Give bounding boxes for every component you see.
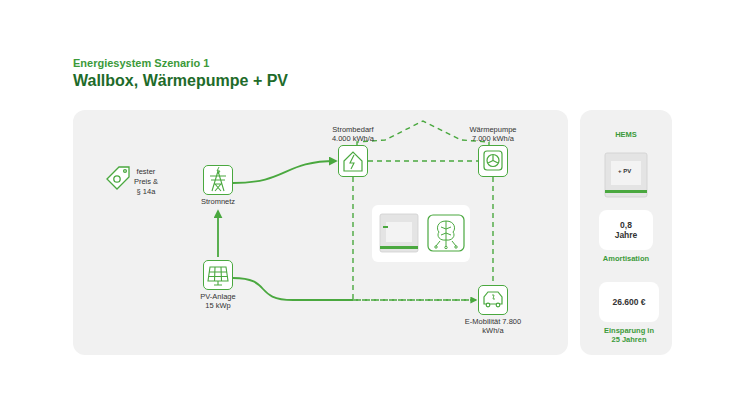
icon-box: PV-Anlage 15 kWp	[203, 260, 233, 290]
node-text: E-Mobilität 7.800 kWh/a	[464, 317, 522, 335]
node-text: Wärmepumpe 7.000 kWh/a	[464, 125, 522, 143]
node-text: 26.600 €	[603, 297, 655, 307]
connector-line	[353, 177, 476, 300]
connector	[357, 121, 489, 145]
icon-box: Wärmepumpe 7.000 kWh/a	[478, 145, 508, 177]
connector	[218, 211, 219, 257]
device-label: + PV	[618, 168, 631, 175]
connector	[368, 161, 478, 162]
node-text: Amortisation	[591, 254, 661, 263]
heat-pump-icon	[484, 151, 502, 170]
icon-backgrounds	[203, 145, 508, 315]
connector	[233, 161, 336, 183]
connector-line	[233, 278, 353, 300]
node-text: Stromnetz	[193, 197, 243, 206]
icon-box: E-Mobilität 7.800 kWh/a	[478, 285, 508, 315]
connector	[353, 177, 476, 300]
icon-box: Stromnetz	[203, 165, 233, 195]
solar-panel-icon	[208, 267, 228, 285]
stat-box: 0,8 JahreAmortisation	[599, 210, 653, 250]
node-text: HEMS	[580, 130, 672, 139]
side-panel: HEMS0,8 JahreAmortisation26.600 €Einspar…	[580, 110, 672, 355]
connector-line	[233, 161, 336, 183]
tag-icon	[107, 167, 129, 189]
connector	[493, 177, 494, 285]
subtitle: Wallbox, Wärmepumpe + PV	[73, 72, 288, 90]
connector-line	[217, 211, 219, 257]
node-text: Strombedarf 4.000 kWh/a	[324, 125, 382, 143]
stat-box: 26.600 €Einsparung in 25 Jahren	[599, 282, 659, 322]
price-tag: fester Preis & § 14a	[103, 163, 175, 218]
node-text: 0,8 Jahre	[613, 220, 639, 240]
connector-line	[492, 177, 493, 285]
pylon-icon	[210, 167, 226, 191]
main-panel	[73, 110, 568, 355]
node-text: fester Preis & § 14a	[133, 167, 159, 197]
hems-device	[605, 153, 647, 197]
connector-line	[368, 160, 478, 161]
hems-illustration	[372, 205, 470, 262]
side-panel	[580, 110, 672, 355]
connector-line	[357, 121, 489, 145]
house-icon	[344, 152, 362, 171]
icon-box: Strombedarf 4.000 kWh/a	[338, 145, 368, 177]
connector	[233, 278, 476, 300]
node-text: Einsparung in 25 Jahren	[603, 326, 655, 344]
node-text: PV-Anlage 15 kWp	[197, 292, 239, 310]
car-icon	[484, 292, 502, 307]
diagram-title: Energiesystem Szenario 1	[73, 57, 209, 69]
